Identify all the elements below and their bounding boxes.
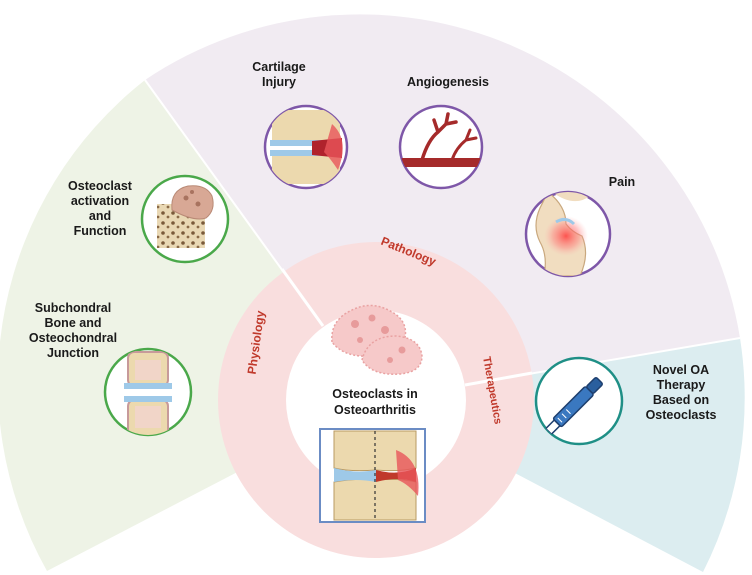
- label-novel-therapy: Novel OA Therapy Based on Osteoclasts: [646, 363, 717, 422]
- osteoclast-activation-node: [140, 174, 230, 264]
- angiogenesis-node: [398, 104, 484, 190]
- label-line: Pain: [609, 175, 635, 189]
- label-line: Bone and: [45, 316, 102, 330]
- label-line: Cartilage: [252, 60, 306, 74]
- label-line: Function: [74, 224, 127, 238]
- osteoclast-cells-icon: [331, 304, 423, 375]
- label-line: Novel OA: [653, 363, 709, 377]
- label-subchondral: Subchondral Bone and Osteochondral Junct…: [29, 301, 117, 360]
- ring-divider: [280, 268, 325, 327]
- osteoclast-on-bone-icon: [157, 185, 214, 248]
- cartilage-injury-node: [263, 104, 349, 190]
- label-line: Injury: [262, 75, 296, 89]
- pain-node: [524, 190, 612, 278]
- label-angiogenesis: Angiogenesis: [407, 75, 489, 89]
- center-title-line1: Osteoclasts in: [332, 387, 417, 401]
- label-line: and: [89, 209, 111, 223]
- injection-pen-icon: [536, 377, 603, 444]
- label-line: Therapy: [657, 378, 706, 392]
- damaged-joint-icon: [265, 110, 343, 184]
- ring-divider: [464, 371, 533, 387]
- subchondral-bone-node: [103, 347, 193, 437]
- label-line: Osteochondral: [29, 331, 117, 345]
- painful-knee-icon: [535, 192, 600, 276]
- center-title-line2: Osteoarthritis: [334, 403, 416, 417]
- label-line: Osteoclasts: [646, 408, 717, 422]
- label-cartilage-injury: Cartilage Injury: [252, 60, 306, 89]
- label-line: Junction: [47, 346, 99, 360]
- joint-cross-section-icon: [124, 351, 172, 435]
- blood-vessel-icon: [400, 112, 482, 167]
- label-osteoclast-activation: Osteoclast activation and Function: [68, 179, 133, 238]
- healthy-vs-oa-joint-icon: [319, 428, 426, 523]
- label-line: Subchondral: [35, 301, 111, 315]
- novel-therapy-node: [534, 356, 624, 446]
- label-line: Angiogenesis: [407, 75, 489, 89]
- label-pain: Pain: [609, 175, 635, 189]
- label-line: activation: [71, 194, 129, 208]
- label-line: Based on: [653, 393, 709, 407]
- label-line: Osteoclast: [68, 179, 133, 193]
